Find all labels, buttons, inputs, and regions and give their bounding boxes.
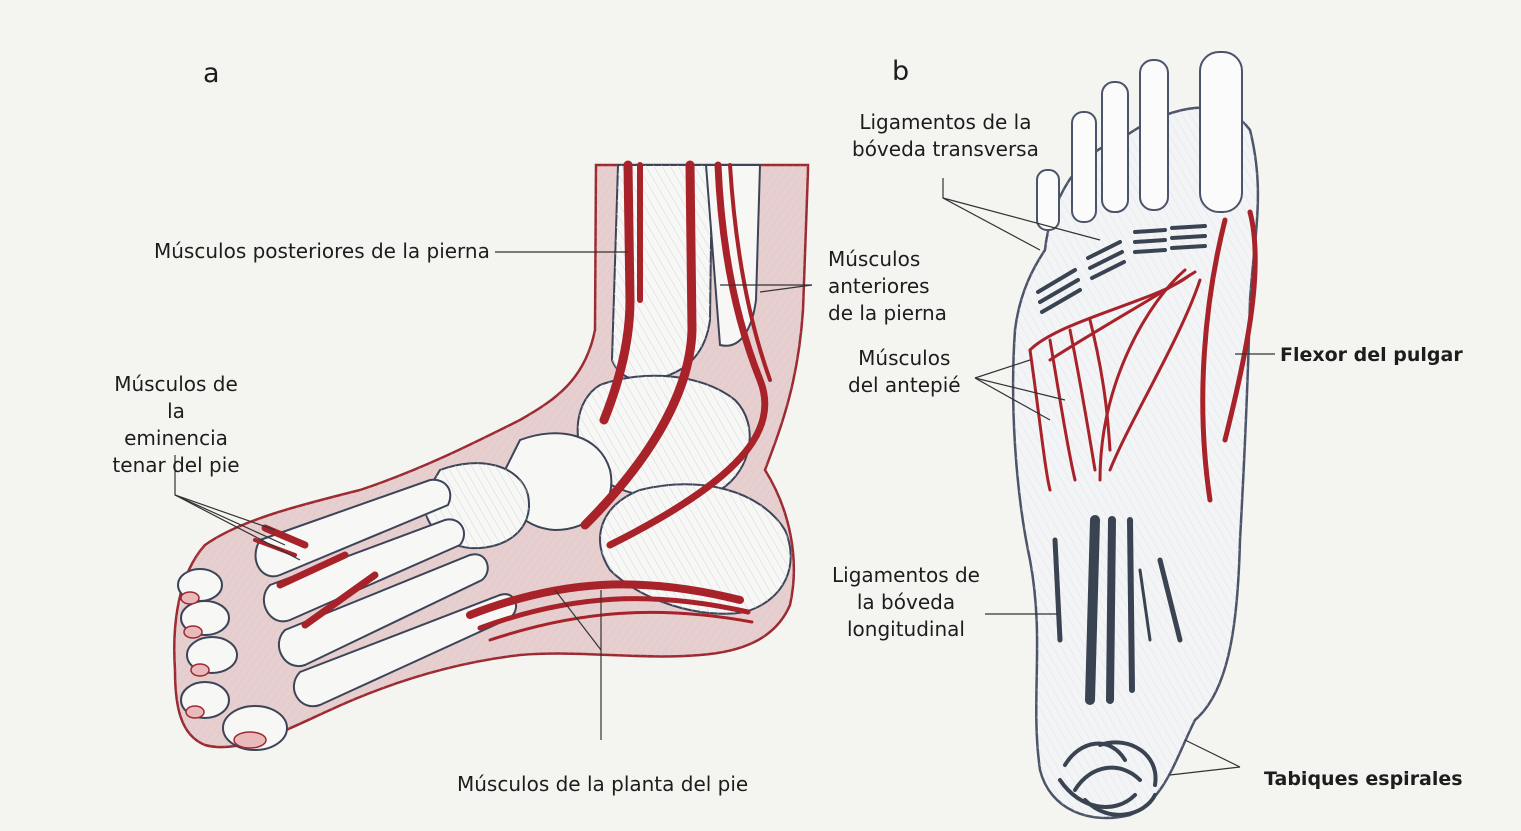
label-forefoot-muscles: Músculos del antepié [848,346,961,397]
toes-b [1036,51,1243,231]
transverse-ligaments [1036,224,1207,314]
label-thenar-muscles: Músculos de la eminencia tenar del pie [112,372,240,477]
label-spiral-septa: Tabiques espirales [1264,768,1463,790]
forefoot-muscles [1028,268,1202,492]
label-posterior-leg-muscles: Músculos posteriores de la pierna [154,239,490,263]
panel-label-b: b [892,56,910,87]
foot-a [173,160,813,751]
posterior-leg-muscles [599,160,643,425]
foot-b [942,51,1275,820]
label-anterior-leg-muscles: Músculos anteriores de la pierna [828,247,947,325]
panel-label-a: a [203,58,220,89]
flexor-hallucis [1200,209,1258,503]
label-plantar-muscles: Músculos de la planta del pie [457,772,749,796]
plantar-muscles [466,580,754,642]
spiral-septa [1058,740,1158,817]
metatarsals [254,478,518,708]
thenar-muscles [253,524,379,629]
leader-lines-a [174,251,813,740]
longitudinal-ligaments [1052,515,1183,705]
anterior-leg-muscles [580,160,772,549]
leader-lines-b [942,178,1275,776]
label-transverse-arch-ligaments: Ligamentos de la bóveda transversa [852,110,1039,161]
label-longitudinal-arch-ligaments: Ligamentos de la bóveda longitudinal [832,563,980,641]
label-flexor-hallucis: Flexor del pulgar [1280,344,1463,366]
